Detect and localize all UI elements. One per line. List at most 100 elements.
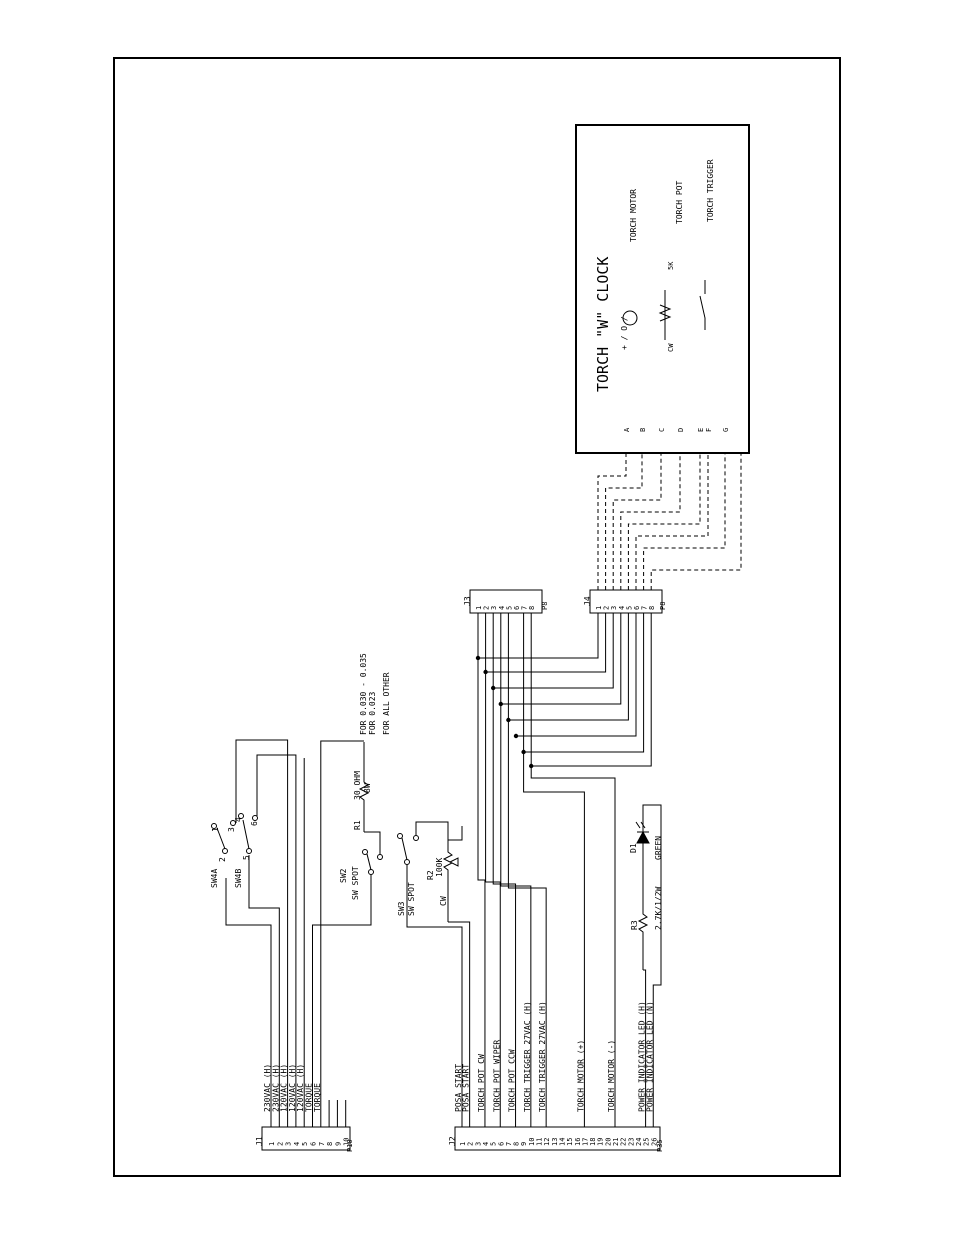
- j2-signal-21: TORCH MOTOR (-): [607, 1040, 616, 1112]
- connector-j4: [589, 589, 663, 614]
- j2-pin-21: 21: [612, 1138, 620, 1146]
- j3-j4-bus: [531, 613, 652, 767]
- j2-signal-25: POWER INDICATOR LED (H): [638, 1001, 647, 1112]
- page-border: [113, 57, 841, 1177]
- j1-pin-2: 2: [276, 1142, 284, 1146]
- j3-pin-7: 7: [521, 606, 529, 610]
- note-3: FOR ALL OTHER: [382, 672, 391, 735]
- sw4-term-2: 2: [218, 857, 227, 862]
- j2-pin-18: 18: [589, 1138, 597, 1146]
- j3-pin-8: 8: [528, 606, 536, 610]
- r1-wire: [364, 831, 381, 855]
- j1-wire-7: [320, 740, 364, 1127]
- j2-wire-posa-1: [406, 865, 463, 1127]
- j4-pin-8: 8: [648, 606, 656, 610]
- connector-j3: [469, 589, 543, 614]
- j2-name: J2: [448, 1136, 457, 1146]
- connector-j2: [454, 1126, 661, 1151]
- j3-pin-4: 4: [498, 606, 506, 610]
- j2-motor-neg-wire: [530, 613, 616, 1127]
- sw3-type: SW SPOT: [407, 882, 416, 916]
- j2-signal-1: POSA START: [454, 1064, 463, 1112]
- torch-pin-D: D: [677, 428, 685, 432]
- torch-pin-C: C: [658, 428, 666, 432]
- j1-signal-4: 120VAC (H): [288, 1064, 297, 1112]
- j1-wire-6: [312, 875, 372, 1127]
- junction-dot: [529, 763, 534, 769]
- harness-wire: [597, 440, 627, 590]
- j2-pin-1: 1: [459, 1142, 467, 1146]
- junction-dot: [483, 669, 488, 675]
- torch-motor-symbol: + / O /: [620, 316, 629, 350]
- j2-signal-10: TORCH TRIGGER 27VAC (H): [523, 1001, 532, 1112]
- r3-value: 2.7K/1/2W: [654, 886, 663, 930]
- j3-pin-2: 2: [483, 606, 491, 610]
- r3-label: R3: [630, 920, 639, 930]
- harness-wire: [635, 440, 709, 590]
- r2-cw-label: CW: [439, 896, 448, 906]
- j2-pin-3: 3: [474, 1142, 482, 1146]
- j3-name: J3: [463, 596, 472, 606]
- j2-to-j3-wire: [492, 613, 517, 1127]
- torch-trigger-switch-icon: [699, 280, 706, 330]
- sw2-label: SW2: [339, 868, 348, 883]
- j4-pin-7: 7: [641, 606, 649, 610]
- j1-signal-3: 120VAC (H): [280, 1064, 289, 1112]
- j2-led-h-wire: [643, 969, 647, 1127]
- j2-signal-8: TORCH POT CCW: [508, 1049, 517, 1112]
- sw3-wire: [415, 821, 449, 835]
- j3-pin-3: 3: [490, 606, 498, 610]
- sw4-term-4: 4: [234, 817, 243, 822]
- j2-pin-19: 19: [597, 1138, 605, 1146]
- r2-pot-icon: [442, 825, 463, 922]
- harness-wire-8: [650, 453, 742, 590]
- d1-color: GREEN: [654, 836, 663, 860]
- junction-dot: [498, 701, 503, 707]
- j3-j4-bus: [493, 613, 614, 689]
- j2-signal-4: TORCH POT CW: [477, 1054, 486, 1112]
- sw2-type: SW SPOT: [351, 866, 360, 900]
- r1-power: 8W: [363, 783, 372, 793]
- j4-plug: P8: [659, 602, 667, 610]
- j1-pin-8: 8: [326, 1142, 334, 1146]
- sw2-switch-icon: [362, 849, 383, 875]
- j1-pin-9: 9: [334, 1142, 342, 1146]
- torch-clock-title: TORCH "W" CLOCK: [594, 257, 612, 392]
- torch-pin-E: E: [697, 428, 705, 432]
- junction-dot: [513, 733, 519, 739]
- torch-trigger-label: TORCH TRIGGER: [706, 159, 715, 222]
- harness-wire: [627, 440, 701, 590]
- j2-plug: P35: [656, 1139, 664, 1152]
- j2-led-n-wire: [642, 804, 662, 1127]
- j2-pin-7: 7: [505, 1142, 513, 1146]
- j2-pin-26: 26: [650, 1138, 658, 1146]
- j3-pin-5: 5: [505, 606, 513, 610]
- junction-dot: [491, 685, 496, 691]
- r1-resistor-icon: [358, 742, 370, 832]
- j2-signal-17: TORCH MOTOR (+): [576, 1040, 585, 1112]
- j2-pin-4: 4: [482, 1142, 490, 1146]
- j2-motor-pos-wire: [523, 613, 585, 1127]
- j2-pin-22: 22: [620, 1138, 628, 1146]
- torch-pot-cw-label: CW: [667, 343, 675, 352]
- j3-pin-1: 1: [475, 606, 483, 610]
- torch-pin-A: A: [623, 427, 631, 432]
- j2-signal-26: POWER INDICATOR LED (N): [645, 1001, 654, 1112]
- sw3-switch-icon: [397, 833, 419, 865]
- j2-pin-15: 15: [566, 1138, 574, 1146]
- j2-signal-6: TORCH POT WIPER: [492, 1040, 501, 1112]
- sw4-term-5: 5: [242, 855, 251, 860]
- r1-label: R1: [353, 820, 362, 830]
- j1-pin-6: 6: [310, 1142, 318, 1146]
- wiring: [225, 240, 742, 1127]
- j2-pin-2: 2: [467, 1142, 475, 1146]
- j2-to-j3-wire: [477, 613, 486, 1127]
- junction-dot: [521, 749, 526, 755]
- sw3-label: SW3: [397, 901, 406, 916]
- j1-signal-2: 230VAC (H): [271, 1064, 280, 1112]
- d1-label: D1: [629, 843, 638, 853]
- torch-pin-F: F: [705, 428, 713, 432]
- j2-pin-17: 17: [581, 1138, 589, 1146]
